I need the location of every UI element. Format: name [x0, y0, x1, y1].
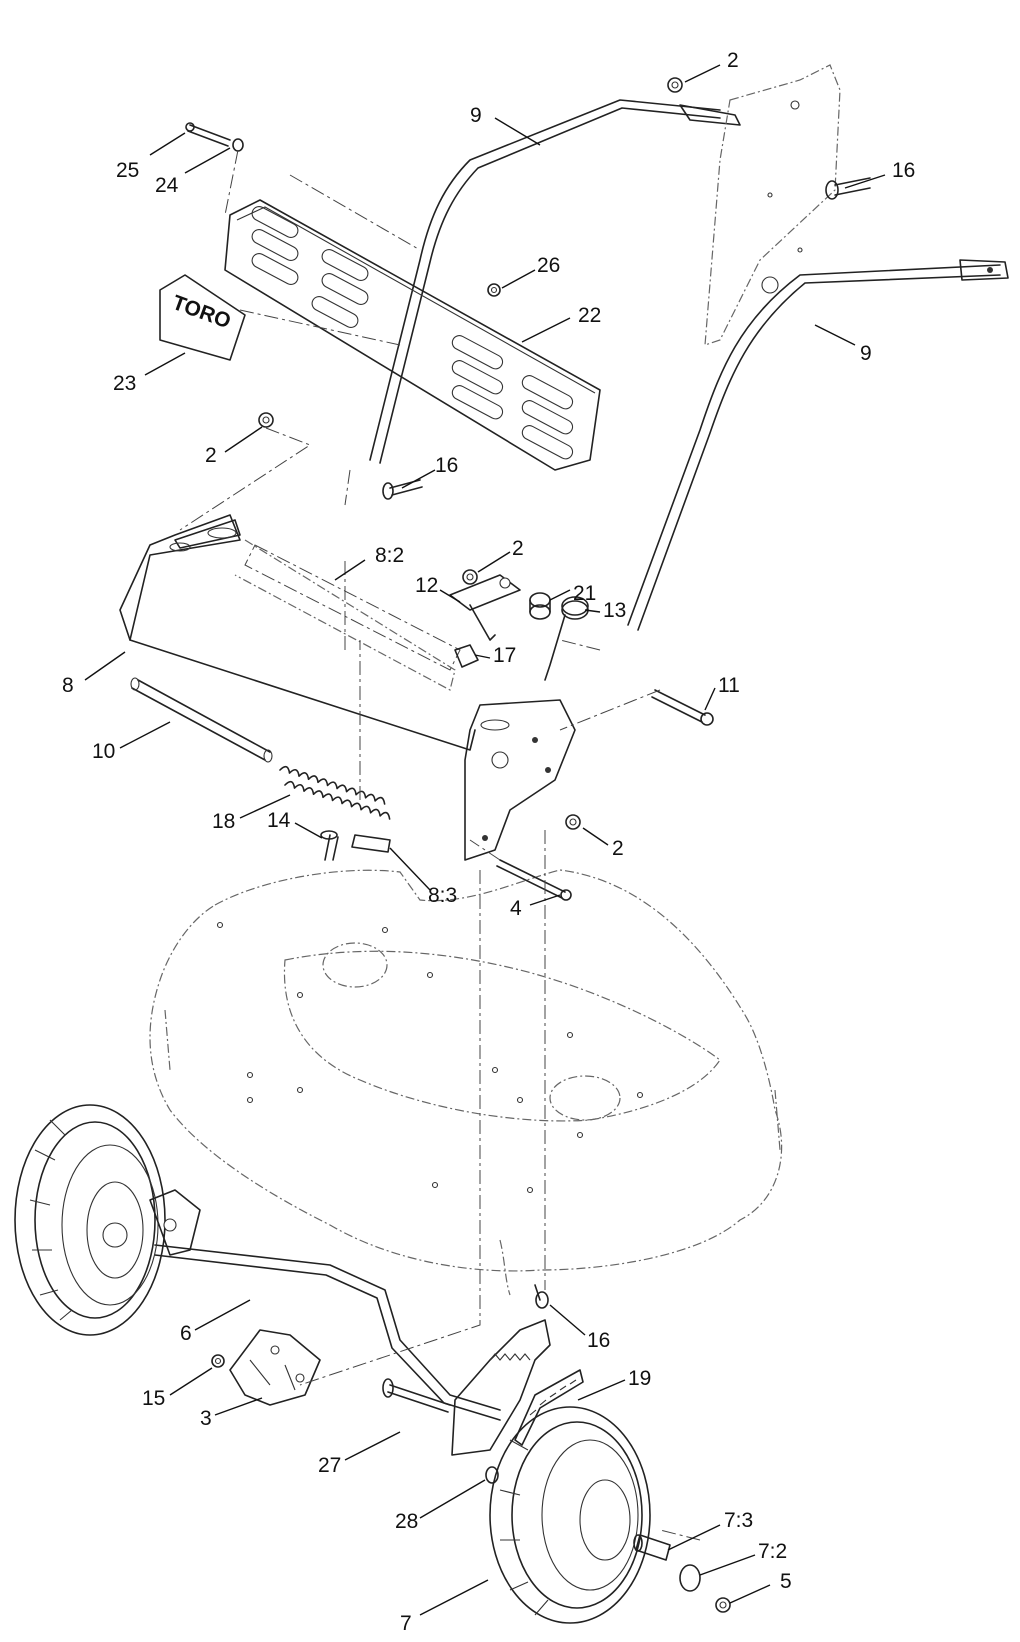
rear-axle: [154, 1244, 501, 1421]
mower-deck: [149, 869, 783, 1296]
lower-handle-frame: [119, 514, 576, 861]
callout-9-right: 9: [860, 342, 872, 365]
callout-17: 17: [493, 644, 516, 667]
callout-10: 10: [92, 740, 115, 763]
callout-23: 23: [113, 372, 136, 395]
callout-2-left: 2: [205, 444, 217, 467]
callout-5: 5: [780, 1570, 792, 1593]
toro-logo-text: TORO: [169, 291, 234, 333]
deck-holes: [216, 921, 644, 1194]
callout-2-bracket: 2: [512, 537, 524, 560]
callout-24: 24: [155, 174, 179, 197]
decal-8-3: [351, 834, 391, 853]
callout-26: 26: [537, 254, 560, 277]
callout-16-lower: 16: [587, 1329, 610, 1352]
callout-7-2: 7:2: [758, 1540, 787, 1563]
fasteners: [185, 77, 871, 1309]
callout-2-right: 2: [612, 837, 624, 860]
callout-8: 8: [62, 674, 74, 697]
callout-16-mid: 16: [435, 454, 458, 477]
height-selector-plate: [451, 1319, 584, 1456]
callout-8-2: 8:2: [375, 544, 404, 567]
callout-16-top-right: 16: [892, 159, 915, 182]
wheel-washer-7-2: [679, 1564, 701, 1592]
nut-15: [211, 1354, 225, 1368]
front-wheel: [489, 1406, 651, 1624]
callout-3: 3: [200, 1407, 212, 1430]
height-adjust-bracket: [229, 1329, 321, 1406]
callout-21: 21: [573, 582, 596, 605]
callout-14: 14: [267, 809, 291, 832]
toro-decal: TORO: [159, 274, 246, 361]
callout-labels: 2 9 16 25 24 26 22 9 23 2 16 8:2 2 12 21…: [62, 49, 915, 1635]
extension-spring: [279, 765, 391, 820]
callout-19: 19: [628, 1367, 651, 1390]
washer-28: [485, 1466, 499, 1484]
panel-slots: [251, 205, 574, 460]
handle-panel: [224, 174, 601, 471]
callout-22: 22: [578, 304, 601, 327]
callout-4: 4: [510, 897, 522, 920]
callout-leaders: [84, 64, 886, 1616]
spring-clip: [454, 644, 479, 668]
callout-18: 18: [212, 810, 235, 833]
callout-9-upper: 9: [470, 104, 482, 127]
callout-11: 11: [718, 674, 740, 697]
left-rear-wheel: [14, 1104, 201, 1336]
handle-upper-left: [369, 99, 741, 464]
decal-8-2: [244, 544, 461, 671]
callout-27: 27: [318, 1454, 341, 1477]
torsion-spring: [544, 596, 589, 681]
callout-13: 13: [603, 599, 626, 622]
bushing: [529, 592, 551, 620]
callout-7: 7: [400, 1612, 412, 1635]
callout-25: 25: [116, 159, 139, 182]
handle-upper-right: [627, 259, 1009, 631]
callout-28: 28: [395, 1510, 418, 1533]
callout-15: 15: [142, 1387, 165, 1410]
handle-mount-plate: [704, 64, 841, 346]
axle-bolt-27: [382, 1378, 451, 1413]
latch-bracket: [449, 574, 521, 641]
callout-6: 6: [180, 1322, 192, 1345]
wheel-bearing-7-3: [633, 1534, 671, 1561]
callout-2-top: 2: [727, 49, 739, 72]
callout-12: 12: [415, 574, 438, 597]
callout-7-3: 7:3: [724, 1509, 753, 1532]
callout-8-3: 8:3: [428, 884, 457, 907]
assembly-lines: [179, 149, 701, 1541]
wheel-nut-5: [715, 1597, 731, 1613]
pivot-rod: [130, 677, 273, 763]
